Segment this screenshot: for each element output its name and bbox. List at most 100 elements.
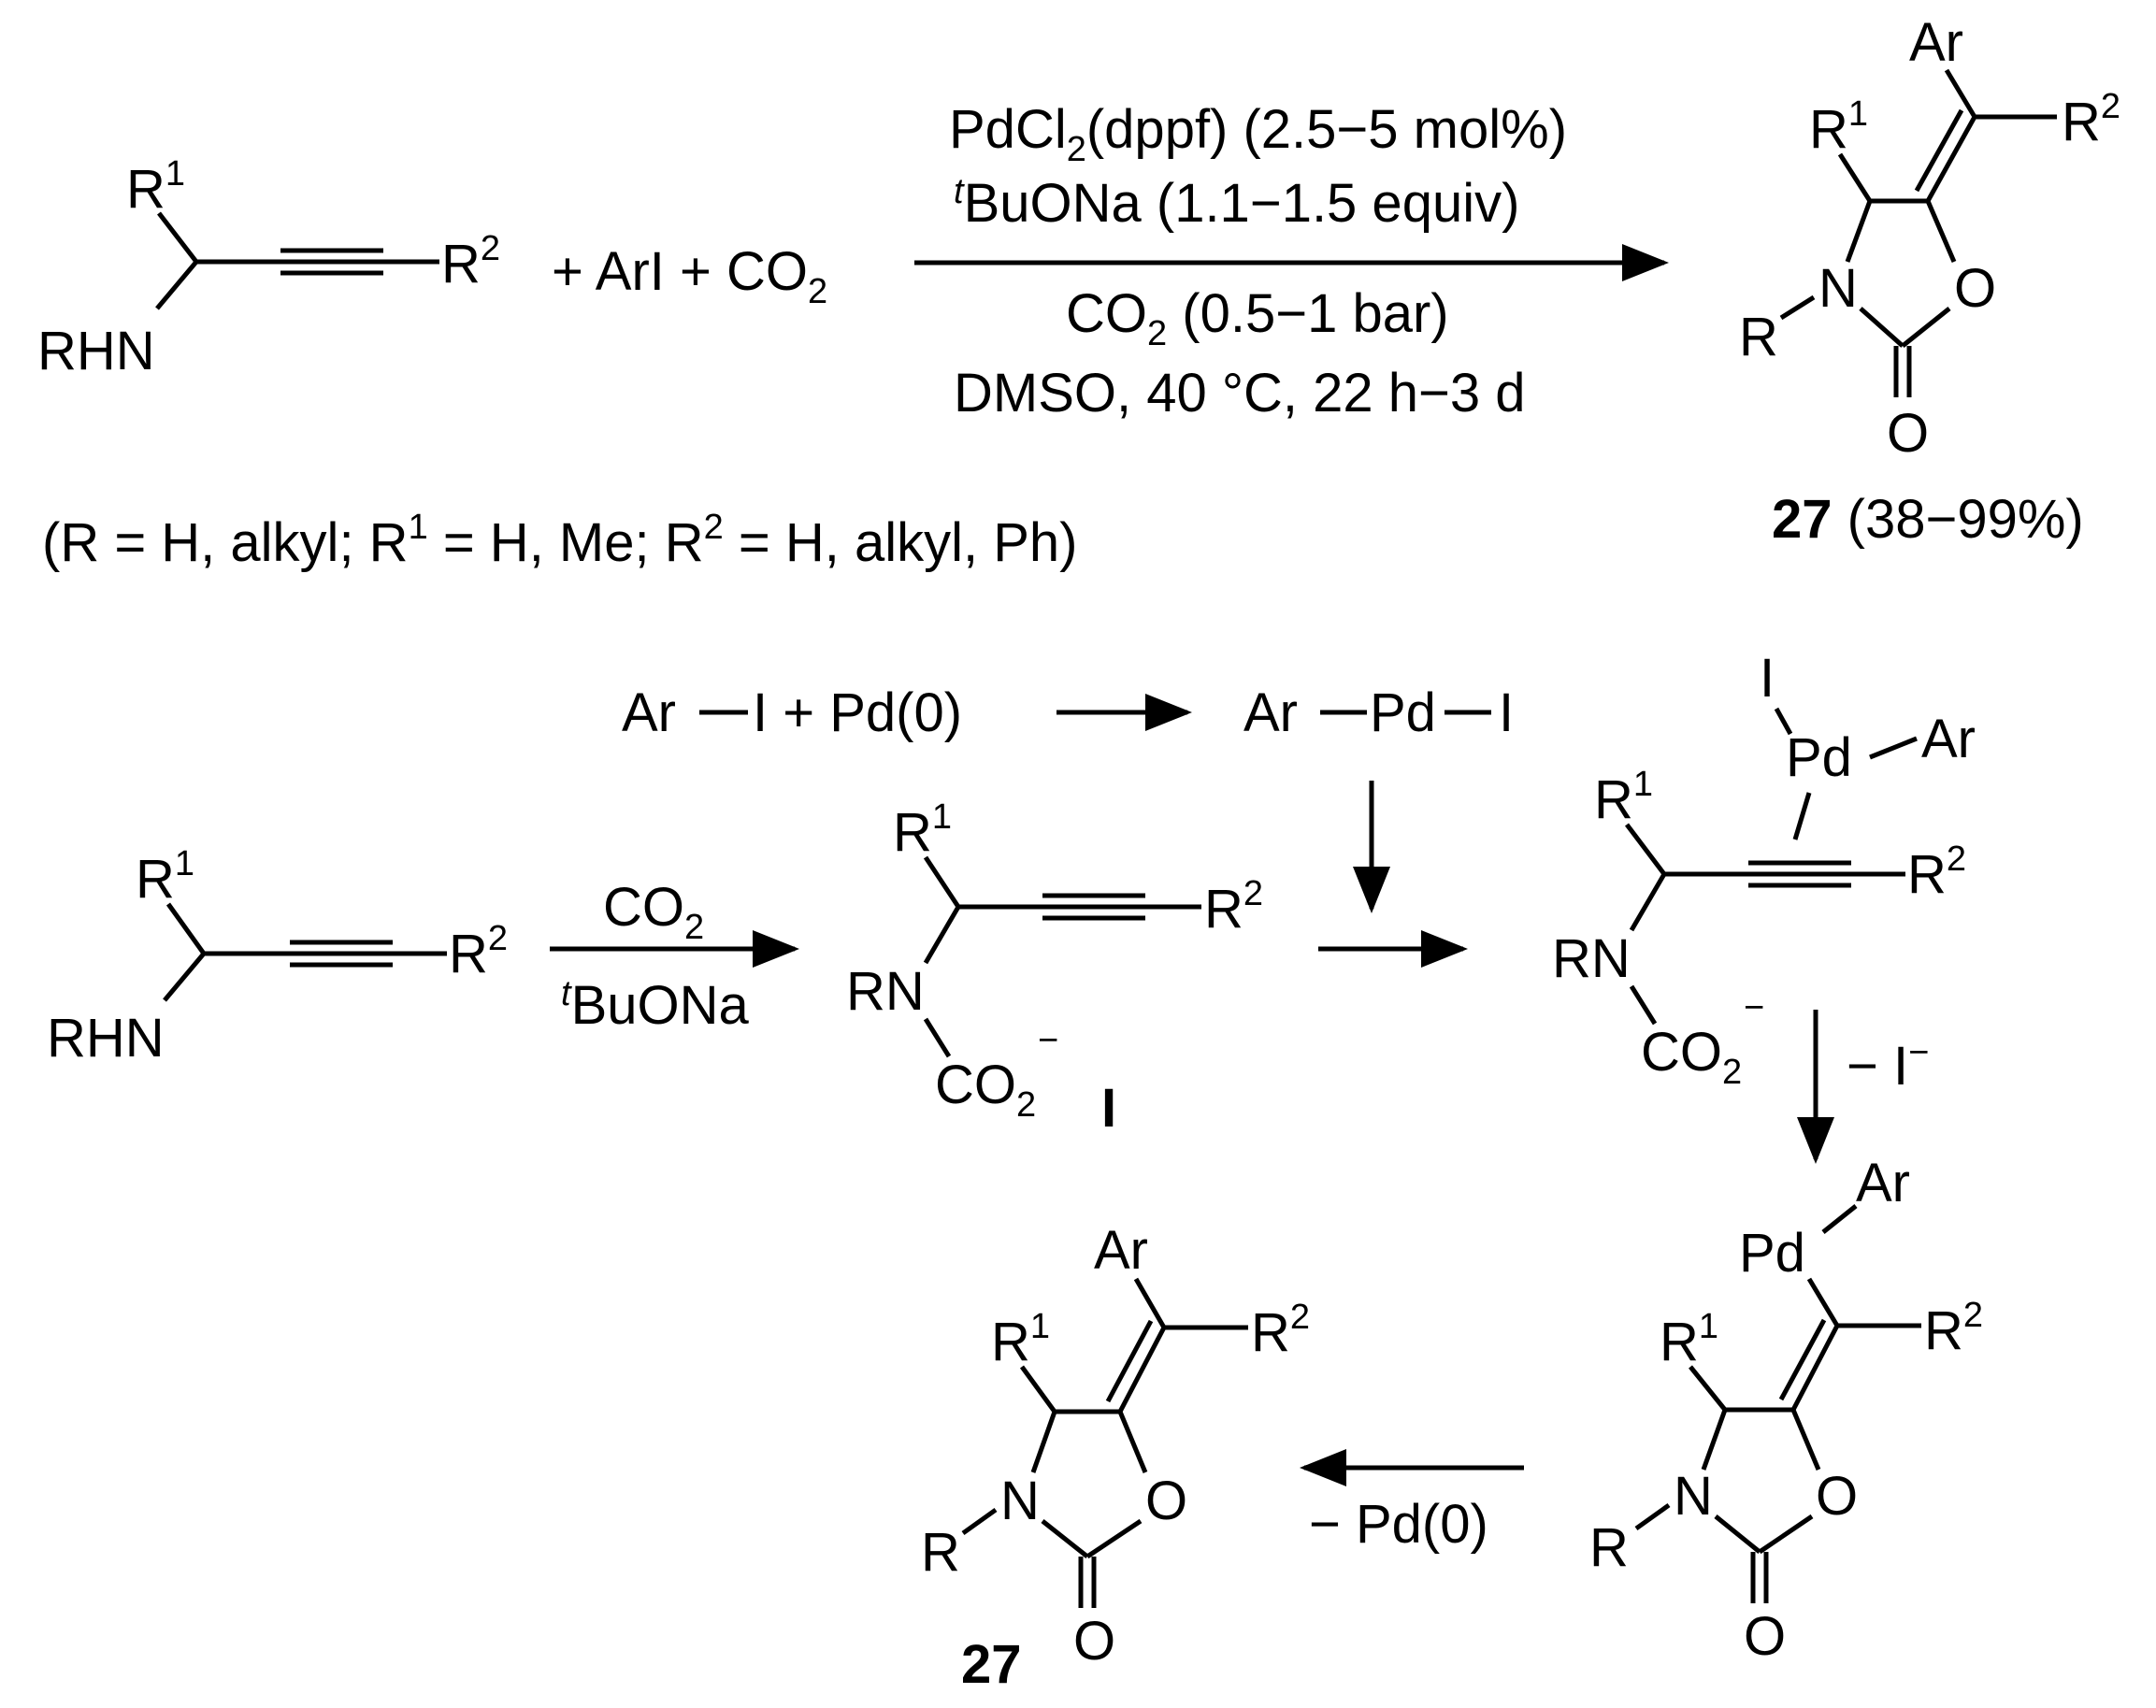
ring-o-label: O xyxy=(1145,1471,1187,1531)
intermediate-label: I xyxy=(1101,1078,1116,1139)
condition-co2: CO2 (0.5−1 bar) xyxy=(1066,283,1449,353)
r2-label: R2 xyxy=(1204,874,1263,940)
product-label-yield: 27 (38−99%) xyxy=(1772,489,2084,550)
r1-label: R1 xyxy=(1660,1307,1718,1372)
ring-o-label: O xyxy=(1816,1466,1858,1527)
ring-o-label: O xyxy=(1954,258,1996,319)
bond-i-pd xyxy=(1774,707,1793,736)
bond-r-n xyxy=(1779,294,1816,321)
bond-c5-o xyxy=(1790,1409,1821,1471)
iodine-label: I + Pd(0) xyxy=(753,682,962,743)
pd-alkyne-complex: I Pd Ar R1 R2 RN CO2 − xyxy=(1552,648,1976,1092)
exocyclic-double-bond-a xyxy=(1790,1324,1840,1412)
product-oxazolidinone-top: Ar R2 R1 O N O R 27 (38−99%) xyxy=(1739,12,2120,550)
exocyclic-double-bond-b xyxy=(1105,1319,1154,1403)
triple-bond xyxy=(290,940,393,968)
r1-label: R1 xyxy=(893,797,952,863)
bond-ar-c xyxy=(1944,68,1977,119)
bond-c4-n xyxy=(1701,1409,1728,1471)
pd-vinyl-oxazolidinone: Ar Pd R2 R1 O N O R xyxy=(1589,1153,1983,1667)
bond-c4-n xyxy=(1030,1411,1057,1473)
substituent-scope: (R = H, alkyl; R1 = H, Me; R2 = H, alkyl… xyxy=(42,508,1077,573)
carbonyl-o-label: O xyxy=(1073,1611,1115,1672)
mechanism-propargylamine: R1 RHN R2 xyxy=(47,844,508,1069)
carboxylation-step: CO2 tBuONa xyxy=(550,877,799,1036)
ar-label: Ar xyxy=(1243,682,1298,743)
condition-solvent-temp-time: DMSO, 40 °C, 22 h−3 d xyxy=(954,363,1526,423)
triple-bond xyxy=(280,248,383,276)
rhn-label: RHN xyxy=(37,321,155,381)
bond-r1-ch xyxy=(157,211,198,264)
r-label: R xyxy=(1739,307,1778,367)
ar-label: Ar xyxy=(1921,709,1976,769)
reagents-text: + ArI + CO2 xyxy=(552,241,827,311)
carbonyl-o-label: O xyxy=(1887,403,1929,464)
r1-label: R1 xyxy=(1809,94,1868,160)
ring-n-label: N xyxy=(1674,1466,1713,1527)
bond-pd-ar xyxy=(1869,736,1918,760)
oxidative-addition-step: Ar I + Pd(0) Ar Pd I xyxy=(622,682,1514,913)
condition-catalyst: PdCl2(dppf) (2.5−5 mol%) xyxy=(949,99,1567,169)
exocyclic-double-bond-b xyxy=(1778,1318,1827,1401)
bond-r-n xyxy=(1634,1502,1671,1531)
bond-pd-c xyxy=(1806,1277,1840,1328)
exocyclic-double-bond-b xyxy=(1914,108,1964,193)
bond-r1-c4 xyxy=(1837,152,1873,203)
r2-label: R2 xyxy=(1251,1298,1310,1363)
bond-ch-n xyxy=(923,905,961,965)
bond-r1-c4 xyxy=(1689,1365,1727,1412)
bond-r-n xyxy=(961,1507,998,1536)
r1-label: R1 xyxy=(136,844,194,910)
bond-c4-n xyxy=(1845,200,1873,263)
pd-alkyne-coordination xyxy=(1792,792,1812,840)
r-label: R xyxy=(1589,1517,1629,1578)
starting-propargylamine: R1 RHN R2 xyxy=(37,154,500,381)
r1-label: R1 xyxy=(991,1307,1050,1372)
r1-label: R1 xyxy=(1594,765,1653,830)
r2-label: R2 xyxy=(1924,1296,1983,1361)
bond-pd-ar xyxy=(1821,1204,1858,1234)
ar-label: Ar xyxy=(1094,1220,1148,1281)
rhn-label: RHN xyxy=(47,1008,165,1069)
carboxylate-label: CO2 xyxy=(1641,1022,1742,1092)
co2-label: CO2 xyxy=(603,877,704,947)
bond-r1-ch xyxy=(923,855,961,909)
bond-c2-o xyxy=(1901,307,1951,348)
exocyclic-double-bond-a xyxy=(1925,115,1977,203)
ring-n-label: N xyxy=(1000,1471,1040,1531)
pd-label: Pd xyxy=(1370,682,1436,743)
bond-ch-n xyxy=(155,260,198,310)
bond-c5-o xyxy=(1117,1411,1148,1473)
exocyclic-double-bond-a xyxy=(1117,1326,1167,1414)
carbonyl-o-label: O xyxy=(1744,1606,1786,1667)
bond-c2-o xyxy=(1085,1518,1143,1559)
ar-label: Ar xyxy=(622,682,676,743)
ar-label: Ar xyxy=(1909,12,1963,73)
bond-n-c xyxy=(1629,984,1658,1026)
carbamate-intermediate: R1 R2 RN CO2 − I xyxy=(846,797,1263,1139)
bond-c5-o xyxy=(1925,200,1957,263)
negative-charge: − xyxy=(1744,988,1764,1027)
bond-ar-c xyxy=(1133,1277,1167,1329)
rn-label: RN xyxy=(1552,928,1631,989)
pd0-loss-label: − Pd(0) xyxy=(1309,1494,1488,1555)
bond-c2-o xyxy=(1758,1514,1814,1555)
r1-label: R1 xyxy=(126,154,185,220)
iodide-loss-label: − I− xyxy=(1847,1033,1929,1097)
reaction-conditions: PdCl2(dppf) (2.5−5 mol%) tBuONa (1.1−1.5… xyxy=(914,99,1669,423)
bond-r1-c4 xyxy=(1019,1365,1057,1414)
final-product-label: 27 xyxy=(961,1634,1022,1695)
iodine-label: I xyxy=(1499,682,1514,743)
pd-label: Pd xyxy=(1786,727,1852,788)
negative-charge: − xyxy=(1038,1021,1058,1060)
r2-label: R2 xyxy=(1907,840,1966,905)
bond-n-c2 xyxy=(1041,1519,1089,1558)
bond-ch-n xyxy=(163,952,206,1002)
bond-n-c2 xyxy=(1714,1514,1761,1554)
carboxylate-label: CO2 xyxy=(935,1055,1036,1125)
r2-label: R2 xyxy=(449,919,508,984)
bond-ch-n xyxy=(1629,872,1667,932)
triple-bond xyxy=(1042,893,1145,921)
bond-r1-ch xyxy=(1625,823,1666,876)
